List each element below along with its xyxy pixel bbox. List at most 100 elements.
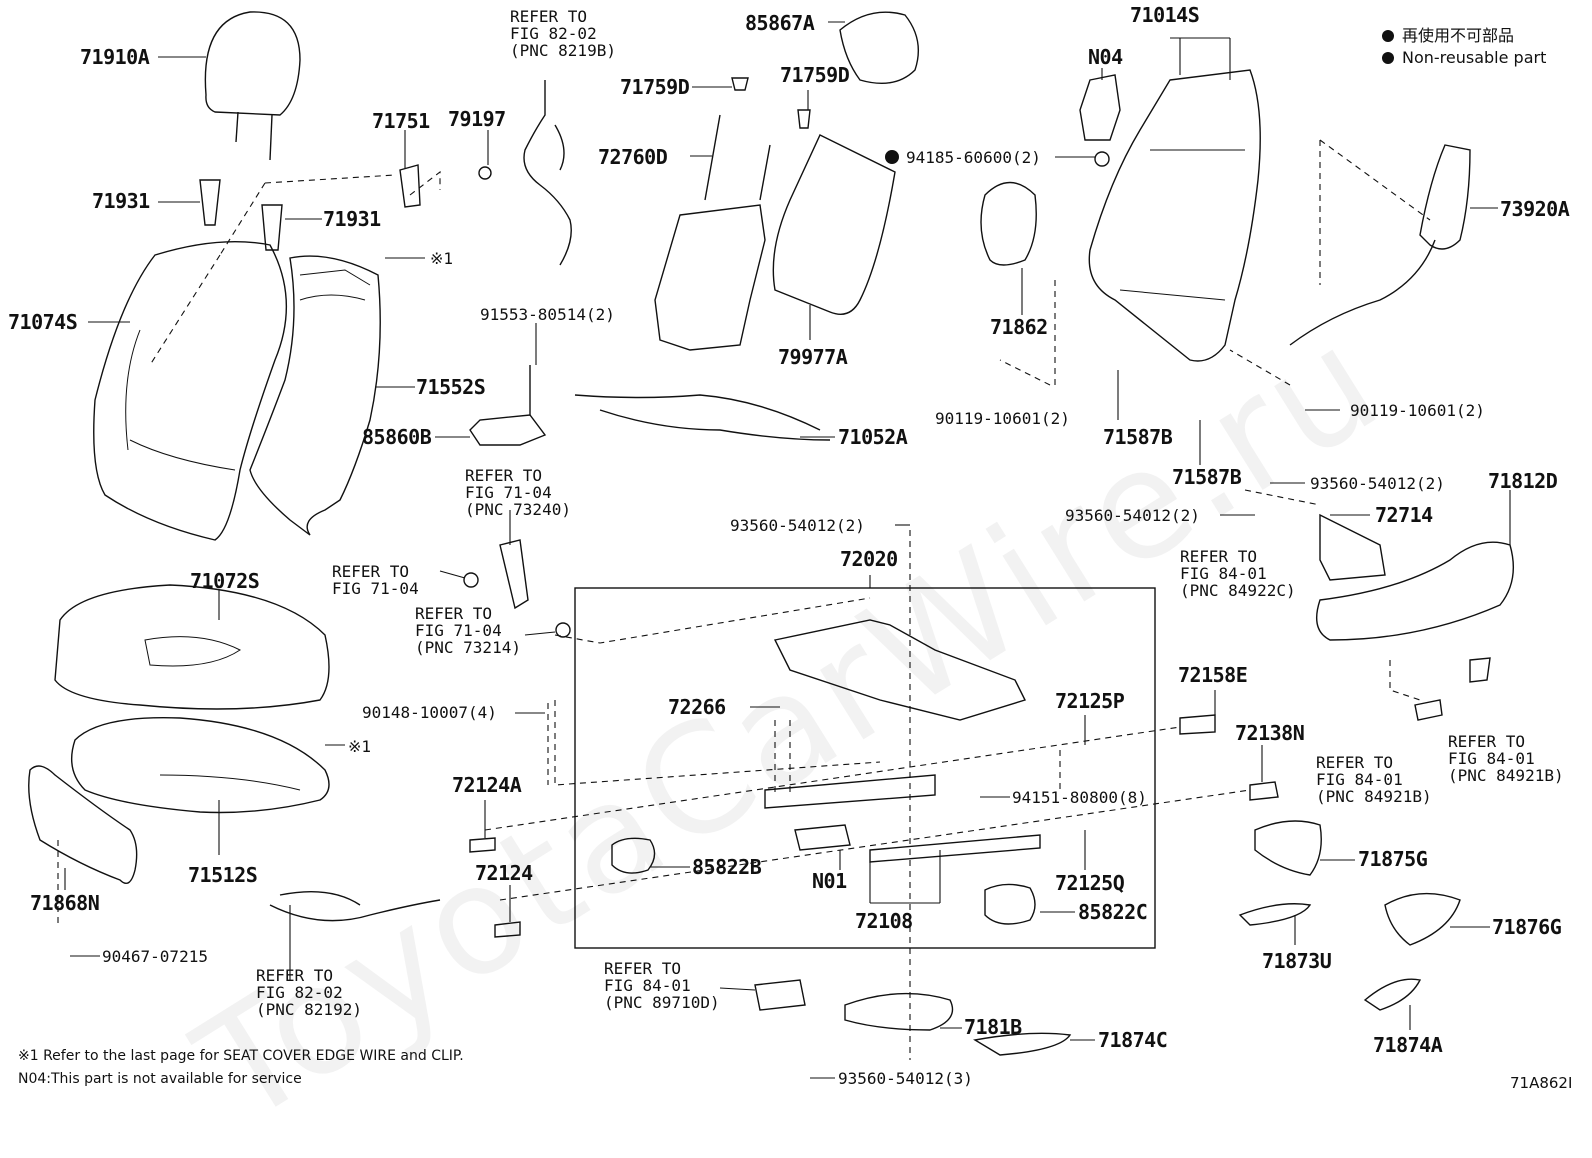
legend-en-text: Non-reusable part xyxy=(1402,48,1547,67)
part-71910A[interactable]: 71910A xyxy=(80,45,150,69)
wire-harness-drawing xyxy=(523,80,572,266)
refer-line: FIG 84-01 xyxy=(1316,770,1403,789)
part-85860B[interactable]: 85860B xyxy=(362,425,432,449)
part-85822C[interactable]: 85822C xyxy=(1078,900,1148,924)
part-73920A[interactable]: 73920A xyxy=(1500,197,1570,221)
harness-82192-drawing xyxy=(269,891,441,922)
refer-line: FIG 71-04 xyxy=(415,621,502,640)
seat-harness-drawing xyxy=(574,394,831,441)
knob-drawing xyxy=(1469,657,1491,683)
motor-85822C-drawing xyxy=(984,883,1036,925)
part-90148-10007[interactable]: 90148-10007(4) xyxy=(362,703,497,722)
part-72020[interactable]: 72020 xyxy=(840,547,898,571)
part-72124A[interactable]: 72124A xyxy=(452,773,522,797)
part-90467-07215[interactable]: 90467-07215 xyxy=(102,947,208,966)
part-71759D[interactable]: 71759D xyxy=(620,75,690,99)
part-71052A[interactable]: 71052A xyxy=(838,425,908,449)
part-91553-80514[interactable]: 91553-80514(2) xyxy=(480,305,615,324)
cover-71862-drawing xyxy=(980,181,1037,266)
refer-line: REFER TO xyxy=(1448,732,1526,751)
part-72125P[interactable]: 72125P xyxy=(1055,689,1125,713)
part-71812D[interactable]: 71812D xyxy=(1488,469,1558,493)
part-72124[interactable]: 72124 xyxy=(475,861,533,885)
part-90119-10601[interactable]: 90119-10601(2) xyxy=(1350,401,1485,420)
part-71876G[interactable]: 71876G xyxy=(1492,915,1562,939)
refer-line: REFER TO xyxy=(510,7,588,26)
non-reusable-marker xyxy=(885,150,899,164)
part-93560-54012[interactable]: 93560-54012(2) xyxy=(1310,474,1445,493)
refer-line: FIG 71-04 xyxy=(332,579,419,598)
part-71014S[interactable]: 71014S xyxy=(1130,3,1200,27)
cover-7181B-drawing xyxy=(844,992,954,1031)
part-94185-60600[interactable]: 94185-60600(2) xyxy=(906,148,1041,167)
seat-track-drawing xyxy=(764,619,1041,863)
part-71759D[interactable]: 71759D xyxy=(780,63,850,87)
part-93560-54012[interactable]: 93560-54012(3) xyxy=(838,1069,973,1088)
part-72714[interactable]: 72714 xyxy=(1375,503,1433,527)
part-71587B[interactable]: 71587B xyxy=(1103,425,1173,449)
footnote-n04: N04:This part is not available for servi… xyxy=(18,1071,302,1087)
part-79197[interactable]: 79197 xyxy=(448,107,506,131)
part-71552S[interactable]: 71552S xyxy=(416,375,486,399)
refer-line: FIG 82-02 xyxy=(256,983,343,1002)
part-71874C[interactable]: 71874C xyxy=(1098,1028,1168,1052)
motor-85822B-drawing xyxy=(611,837,656,874)
part-N01[interactable]: N01 xyxy=(812,869,847,893)
part-72266[interactable]: 72266 xyxy=(668,695,726,719)
refer-line: FIG 84-01 xyxy=(1180,564,1267,583)
part-72158E[interactable]: 72158E xyxy=(1178,663,1248,687)
clip-71759D-a xyxy=(731,77,749,91)
part-93560-54012[interactable]: 93560-54012(2) xyxy=(1065,506,1200,525)
part-71512S[interactable]: 71512S xyxy=(188,863,258,887)
part-71074S[interactable]: 71074S xyxy=(8,310,78,334)
part-94151-80800[interactable]: 94151-80800(8) xyxy=(1012,788,1147,807)
part-85822B[interactable]: 85822B xyxy=(692,855,762,879)
bullet-icon xyxy=(1382,30,1394,42)
ref-mark: ※1 xyxy=(348,737,372,756)
part-7181B[interactable]: 7181B xyxy=(964,1015,1022,1039)
part-71931[interactable]: 71931 xyxy=(92,189,150,213)
part-93560-54012[interactable]: 93560-54012(2) xyxy=(730,516,865,535)
part-N04[interactable]: N04 xyxy=(1088,45,1123,69)
part-71875G[interactable]: 71875G xyxy=(1358,847,1428,871)
part-90119-10601[interactable]: 90119-10601(2) xyxy=(935,409,1070,428)
refer-line: (PNC 84921B) xyxy=(1316,787,1432,806)
refer-line: (PNC 89710D) xyxy=(604,993,720,1012)
seatback-pad-drawing xyxy=(249,255,381,536)
refer-line: REFER TO xyxy=(604,959,682,978)
part-71862[interactable]: 71862 xyxy=(990,315,1048,339)
cover-71873U-drawing xyxy=(1238,903,1312,926)
part-72125Q[interactable]: 72125Q xyxy=(1055,871,1125,895)
refer-line: REFER TO xyxy=(415,604,493,623)
cushion-pad-drawing xyxy=(71,716,330,814)
part-72138N[interactable]: 72138N xyxy=(1235,721,1305,745)
part-85867A[interactable]: 85867A xyxy=(745,11,815,35)
refer-line: FIG 84-01 xyxy=(1448,749,1535,768)
part-71751[interactable]: 71751 xyxy=(372,109,430,133)
part-71874A[interactable]: 71874A xyxy=(1373,1033,1443,1057)
part-71931[interactable]: 71931 xyxy=(323,207,381,231)
part-79977A[interactable]: 79977A xyxy=(778,345,848,369)
part-71072S[interactable]: 71072S xyxy=(190,569,260,593)
refer-line: (PNC 73214) xyxy=(415,638,521,657)
motor-N01-drawing xyxy=(794,824,851,851)
nut-7104-drawing xyxy=(463,572,479,588)
part-71587B[interactable]: 71587B xyxy=(1172,465,1242,489)
part-72760D[interactable]: 72760D xyxy=(598,145,668,169)
cushion-cover-drawing xyxy=(54,584,330,710)
part-72108[interactable]: 72108 xyxy=(855,909,913,933)
shield-71812D-drawing xyxy=(1316,541,1515,641)
part-71868N[interactable]: 71868N xyxy=(30,891,100,915)
cover-71875G-drawing xyxy=(1254,820,1322,876)
part-71873U[interactable]: 71873U xyxy=(1262,949,1332,973)
refer-line: (PNC 84921B) xyxy=(1448,766,1564,785)
